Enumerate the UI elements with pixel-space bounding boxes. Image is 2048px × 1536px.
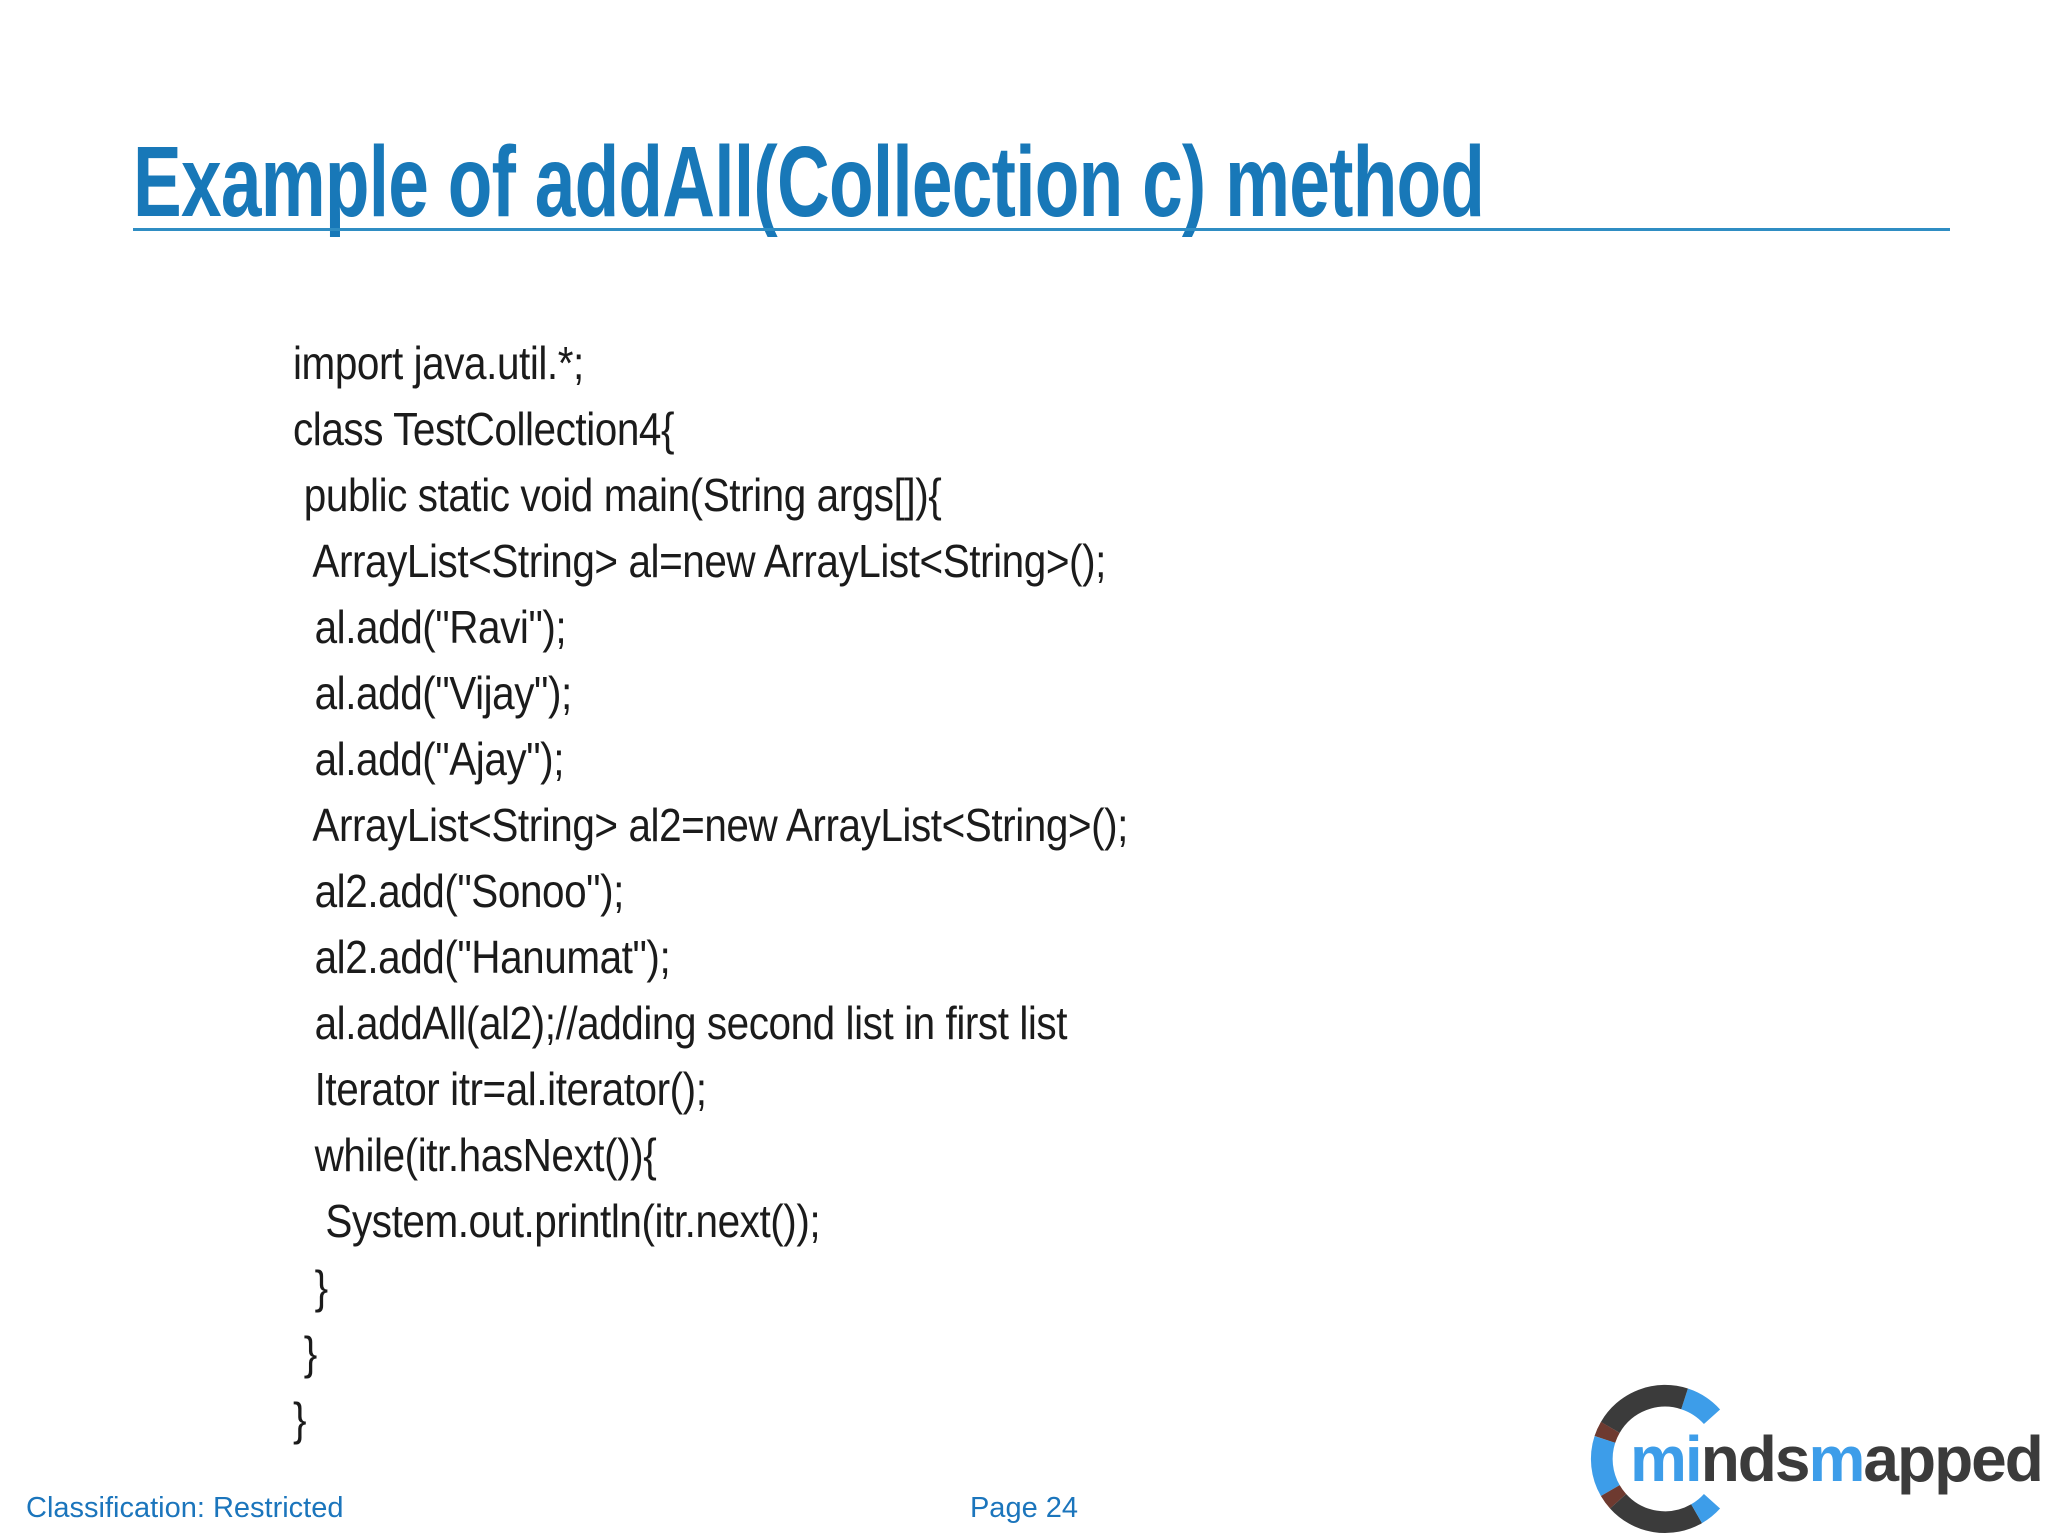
logo-letter: d: [1737, 1423, 1777, 1495]
code-line: al.add("Vijay");: [293, 667, 573, 719]
logo-letter: n: [1700, 1423, 1740, 1495]
logo-wordmark: mindsmapped: [1630, 1427, 2044, 1491]
logo-letter: s: [1774, 1423, 1811, 1495]
logo-ring-segment: [1600, 1384, 1688, 1434]
page-number: Page 24: [969, 1492, 1079, 1524]
classification-label: Classification: Restricted: [26, 1492, 344, 1524]
code-line: al2.add("Sonoo");: [293, 865, 625, 917]
code-line: al.add("Ajay");: [293, 733, 565, 785]
slide-title: Example of addAll(Collection c) method: [133, 126, 1485, 238]
code-line: Iterator itr=al.iterator();: [293, 1063, 707, 1115]
logo-letter: a: [1863, 1423, 1899, 1495]
code-line: ArrayList<String> al=new ArrayList<Strin…: [293, 535, 1106, 587]
code-line: import java.util.*;: [293, 337, 584, 389]
logo-ring-segment: [1590, 1436, 1620, 1497]
logo-ring-icon: [1590, 1384, 1721, 1533]
code-line: System.out.println(itr.next());: [293, 1195, 821, 1247]
code-line: al.addAll(al2);//adding second list in f…: [293, 997, 1068, 1049]
logo-letter: m: [1630, 1423, 1687, 1495]
logo-ring-segment: [1680, 1388, 1721, 1425]
code-line: }: [293, 1327, 318, 1379]
code-line: }: [293, 1393, 307, 1445]
logo-ring-segment: [1600, 1484, 1627, 1509]
code-block: import java.util.*; class TestCollection…: [293, 330, 1128, 1452]
code-line: public static void main(String args[]){: [293, 469, 942, 521]
code-line: }: [293, 1261, 329, 1313]
logo-letter: d: [2004, 1423, 2044, 1495]
logo-letter: p: [1896, 1423, 1936, 1495]
logo-ring-segment: [1610, 1493, 1703, 1533]
code-line: al2.add("Hanumat");: [293, 931, 671, 983]
code-line: al.add("Ravi");: [293, 601, 567, 653]
code-line: ArrayList<String> al2=new ArrayList<Stri…: [293, 799, 1128, 851]
logo-ring-segment: [1690, 1493, 1721, 1524]
code-line: while(itr.hasNext()){: [293, 1129, 657, 1181]
logo-letter: e: [1971, 1423, 2007, 1495]
logo-letter: i: [1684, 1423, 1703, 1495]
title-underline-rule: [133, 228, 1950, 231]
mindsmapped-logo: mindsmapped: [1586, 1380, 2046, 1536]
logo-ring-segment: [1594, 1421, 1620, 1444]
logo-letter: m: [1808, 1423, 1865, 1495]
logo-letter: p: [1934, 1423, 1973, 1495]
code-line: class TestCollection4{: [293, 403, 675, 455]
